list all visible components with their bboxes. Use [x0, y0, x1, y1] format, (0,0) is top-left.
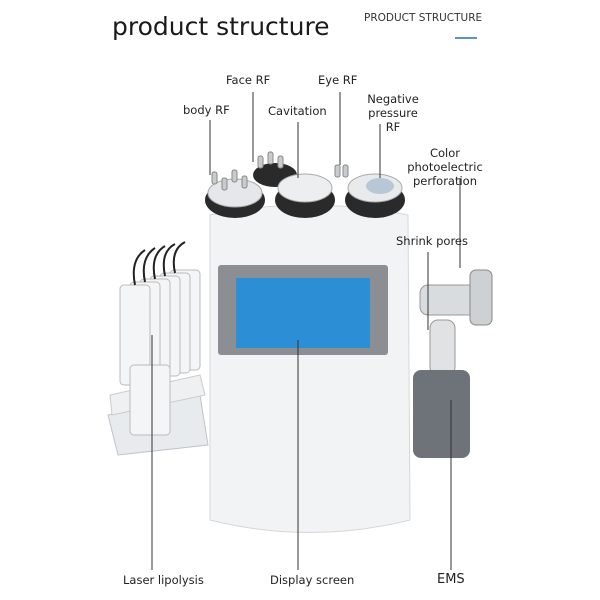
leader-lines — [151, 92, 461, 570]
page-title: product structure — [112, 12, 330, 41]
label-line: Negative — [367, 92, 419, 106]
label-cavitation: Cavitation — [268, 104, 327, 118]
label-line: Color photoelectric — [407, 146, 483, 174]
shrink-pores-handpiece — [419, 269, 493, 376]
laser-lipolysis-pads — [107, 241, 209, 456]
label-body-rf: body RF — [183, 103, 230, 117]
label-line: pressure RF — [368, 106, 418, 134]
section-subtitle: PRODUCT STRUCTURE — [364, 12, 483, 24]
label-eye-rf: Eye RF — [318, 73, 358, 87]
label-display-screen: Display screen — [270, 573, 355, 587]
handpiece-heads — [205, 151, 405, 218]
label-face-rf: Face RF — [226, 73, 271, 87]
accent-underline — [455, 37, 477, 39]
ems-pad — [413, 370, 470, 458]
label-ems: EMS — [437, 572, 465, 587]
machine-body — [209, 204, 411, 533]
label-shrink-pores: Shrink pores — [396, 234, 468, 248]
label-line: perforation — [413, 174, 477, 188]
label-laser-lipolysis: Laser lipolysis — [123, 573, 204, 587]
